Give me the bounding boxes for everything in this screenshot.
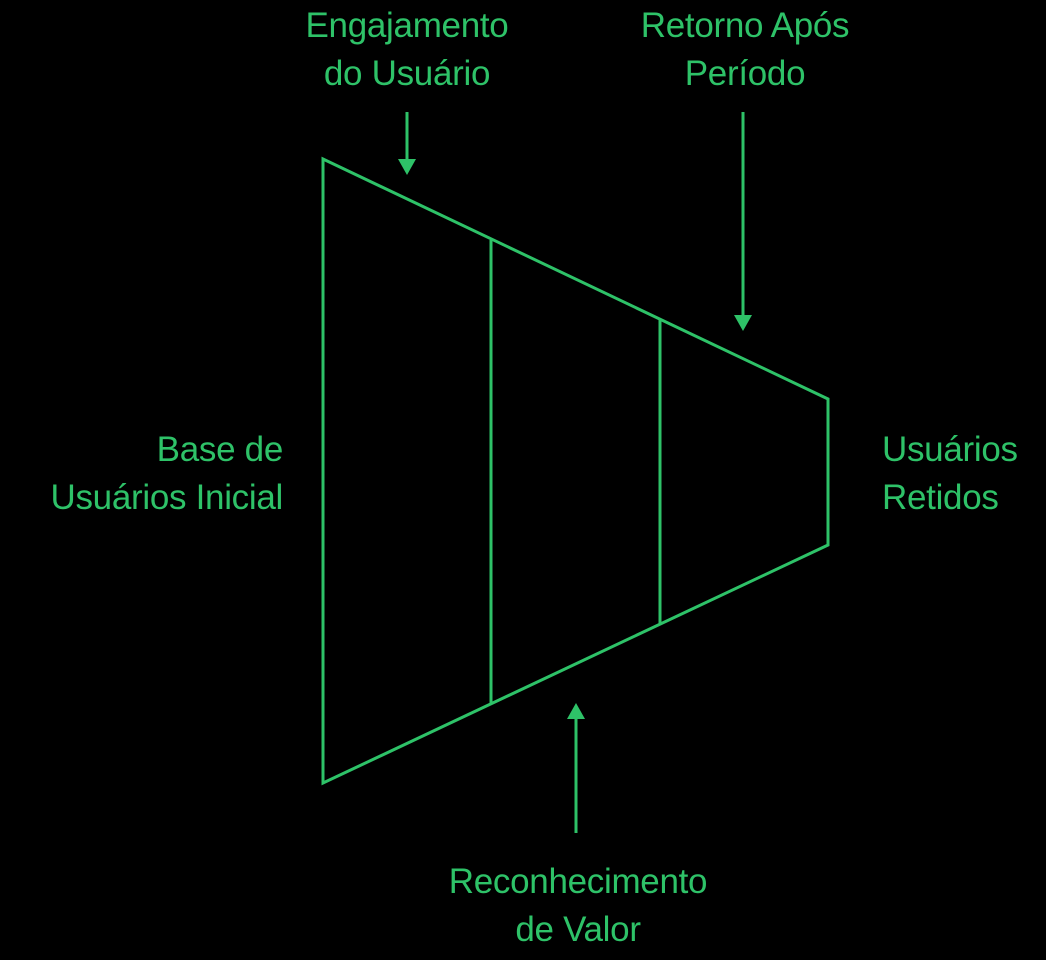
return-arrow-down-icon — [734, 112, 752, 331]
funnel-outline — [321, 156, 830, 786]
label-return-after-period: Retorno Após Período — [640, 6, 850, 93]
label-retained-users: Usuários Retidos — [882, 430, 1018, 517]
label-value-recognition: Reconhecimento de Valor — [448, 862, 708, 949]
label-initial-user-base: Base de Usuários Inicial — [50, 430, 283, 517]
value-arrow-up-icon — [567, 703, 585, 833]
engagement-arrow-down-icon — [398, 112, 416, 175]
label-user-engagement: Engajamento do Usuário — [305, 6, 509, 93]
